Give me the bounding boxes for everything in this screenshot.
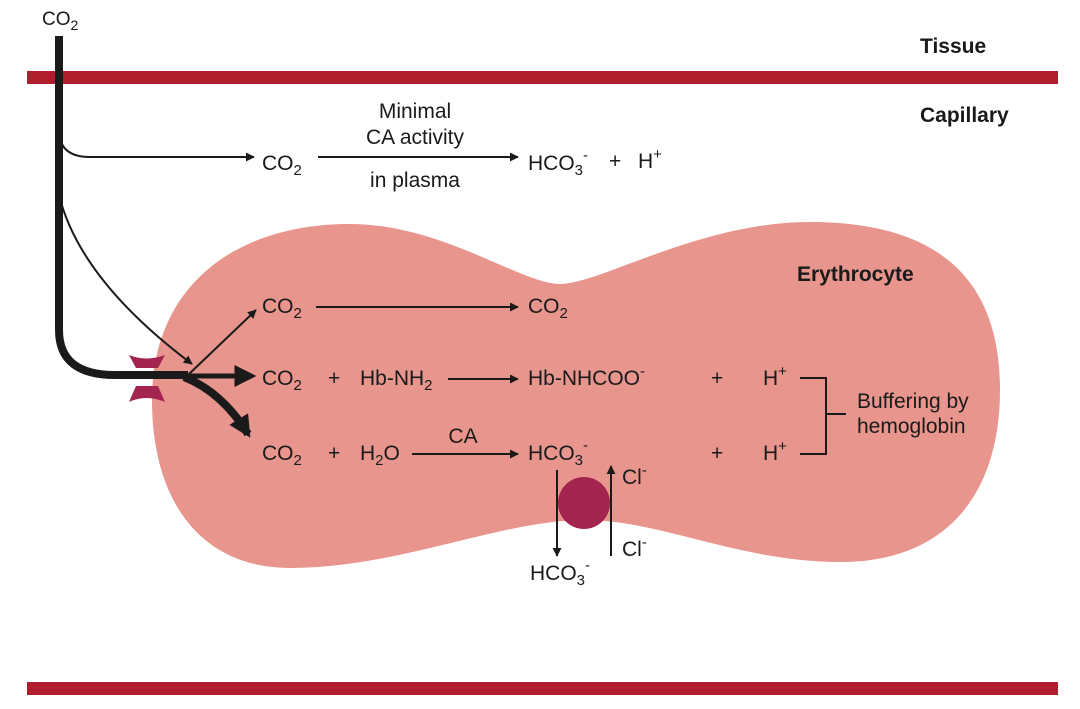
gas-channel-upper	[129, 355, 165, 368]
tissue-label: Tissue	[920, 35, 986, 58]
hco3-outside: HCO3-	[530, 557, 590, 589]
cell-entry-branch-arrow	[58, 194, 193, 365]
erythrocyte-label: Erythrocyte	[797, 263, 914, 286]
hb-nhcoo: Hb-NHCOO-	[528, 363, 645, 390]
h2o: H2O	[360, 442, 400, 469]
cell-hco3: HCO3-	[528, 437, 588, 469]
buffering-bracket	[800, 377, 846, 455]
plasma-hco3: HCO3-	[528, 147, 588, 179]
in-plasma-label: in plasma	[370, 169, 460, 192]
plasma-branch-arrow	[58, 129, 255, 162]
bicarb-product-plus: +	[711, 442, 723, 465]
capillary-label: Capillary	[920, 104, 1009, 127]
chloride-bicarbonate-exchanger	[558, 477, 610, 529]
cell-co2-dissolved: CO2	[262, 295, 302, 322]
buffering-label-line2: hemoglobin	[857, 415, 966, 438]
co2-bicarbonate-arrow	[182, 373, 252, 438]
capillary-bottom-membrane	[27, 682, 1058, 695]
minimal-label: Minimal	[379, 100, 451, 123]
cell-co2-bicarb: CO2	[262, 442, 302, 469]
carbamino-h-plus: H+	[763, 363, 787, 390]
carbamino-product-plus: +	[711, 367, 723, 390]
erythrocyte-cell	[152, 222, 1000, 568]
plasma-h-plus: H+	[638, 146, 662, 173]
cl-inside: Cl-	[622, 462, 647, 489]
plasma-plus: +	[609, 150, 621, 173]
co2-dissolved-arrow	[187, 309, 257, 376]
ca-enzyme-label: CA	[448, 425, 477, 448]
co2-trunk-line	[55, 36, 188, 379]
ca-activity-label: CA activity	[366, 126, 465, 149]
buffering-label-line1: Buffering by	[857, 390, 969, 413]
carbamino-plus: +	[328, 367, 340, 390]
plasma-co2: CO2	[262, 152, 302, 179]
cell-co2-dissolved-product: CO2	[528, 295, 568, 322]
gas-channel-lower	[129, 386, 165, 402]
hb-nh2: Hb-NH2	[360, 367, 433, 394]
tissue-capillary-membrane	[27, 71, 1058, 84]
co2-source: CO2	[42, 9, 79, 33]
bicarb-plus: +	[328, 442, 340, 465]
cl-outside: Cl-	[622, 534, 647, 561]
cell-co2-carbamino: CO2	[262, 367, 302, 394]
bicarb-h-plus: H+	[763, 438, 787, 465]
